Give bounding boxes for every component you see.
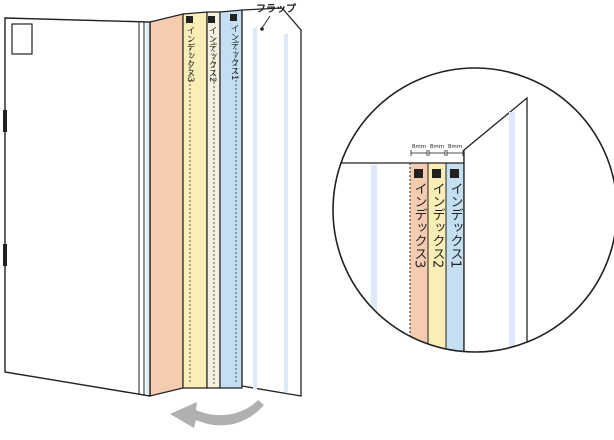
zoom-cover-guide-stripe bbox=[371, 165, 377, 352]
flap-leader-line bbox=[261, 15, 271, 29]
binding-mark-top bbox=[3, 110, 7, 132]
binding-mark-bottom bbox=[3, 244, 7, 266]
overview-label-index-2: インデックス2 bbox=[207, 26, 217, 82]
zoom-label-index-3: インデックス3 bbox=[412, 182, 427, 268]
cover-guide-stripe bbox=[146, 23, 149, 395]
flap-label: フラップ bbox=[256, 2, 297, 15]
curved-arrow-left-icon bbox=[170, 400, 264, 428]
booklet-overview: インデックス3 インデックス2 インデックス1 フラップ bbox=[3, 2, 302, 428]
zoom-label-index-1: インデックス1 bbox=[448, 182, 463, 268]
flap-guide-stripe-1 bbox=[253, 28, 257, 390]
width-label-index-3: 8mm bbox=[412, 144, 426, 150]
zoom-index-col-3 bbox=[410, 163, 428, 352]
zoom-label-index-2: インデックス2 bbox=[430, 182, 445, 268]
zoom-marker-1 bbox=[450, 169, 459, 178]
cover-label-window bbox=[11, 23, 33, 55]
overview-marker-1 bbox=[230, 14, 237, 21]
zoom-detail: 8mm 8mm 8mm インデックス3 インデックス2 インデックス1 bbox=[333, 68, 614, 352]
overview-label-index-3: インデックス3 bbox=[185, 26, 195, 82]
index-page-3 bbox=[149, 13, 184, 397]
overview-marker-2 bbox=[208, 16, 215, 23]
width-label-index-2: 8mm bbox=[430, 144, 444, 150]
zoom-index-col-1 bbox=[446, 163, 464, 352]
flap-page bbox=[241, 7, 302, 397]
width-brackets bbox=[410, 150, 464, 156]
zoom-index-col-2 bbox=[428, 163, 446, 352]
zoom-marker-2 bbox=[432, 169, 441, 178]
overview-marker-3 bbox=[186, 16, 193, 23]
zoom-flap-guide-stripe bbox=[509, 112, 515, 352]
overview-label-index-1: インデックス1 bbox=[229, 24, 239, 80]
width-label-index-1: 8mm bbox=[448, 144, 462, 150]
flap-guide-stripe-2 bbox=[284, 34, 288, 392]
zoom-marker-3 bbox=[414, 169, 423, 178]
zoom-circle-outline bbox=[332, 67, 614, 353]
front-cover bbox=[4, 17, 151, 397]
flap-leader-dot bbox=[260, 27, 264, 31]
